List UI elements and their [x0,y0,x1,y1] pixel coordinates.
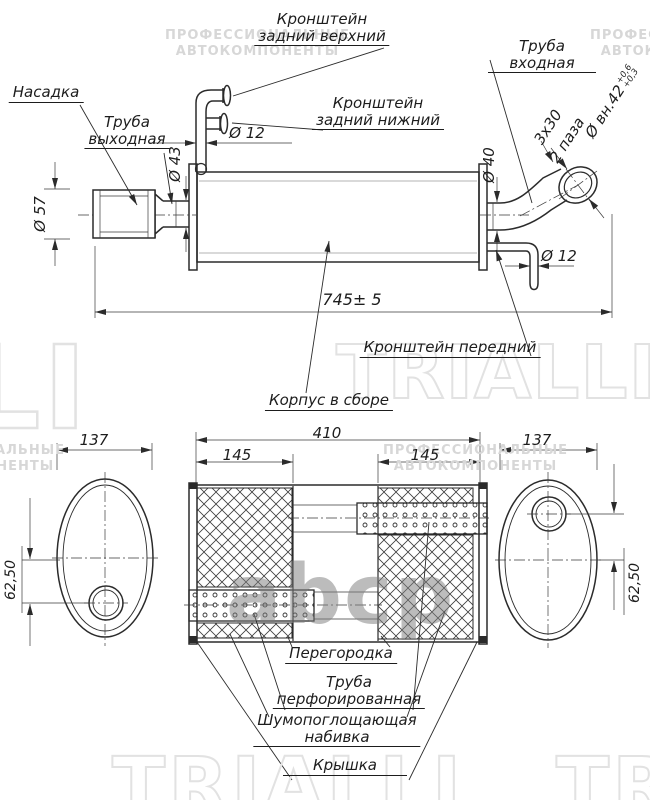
stuffing-right [377,534,474,640]
watermark-brand-left-edge: TRIALLI [0,321,90,458]
left-end-view [52,472,158,646]
rear-bracket [194,84,232,176]
inlet-inner-value: Ø вн.42 [581,81,629,142]
dim-filler-right: 145 [410,446,440,464]
label-perforated-pipe: Труба перфорированная [272,674,426,709]
dim-outlet-diameter: Ø 43 [166,146,184,182]
perforated-pipe-right [356,502,488,535]
label-inlet-pipe: Труба входная [488,38,596,73]
watermark-tagline-top-left: ПРОФЕССИОНАЛЬНЫЕ АВТОКОМПОНЕНТЫ [164,28,351,60]
top-view-leaders [79,47,533,394]
right-end-flange [478,163,488,271]
dim-end-width-right: 137 [522,431,552,449]
dim-end-width-left: 137 [79,431,109,449]
left-end-flange [188,163,198,271]
label-partition: Перегородка [285,645,397,664]
dim-total-length: 410 [312,424,342,442]
label-bracket-rear-upper: Кронштейн задний верхний [254,11,390,46]
label-bracket-rear-lower: Кронштейн задний нижний [312,95,444,130]
label-front-bracket: Кронштейн передний [359,339,541,358]
watermark-brand-center: TRIALLI [335,329,650,417]
watermark-abcp: abcp [226,548,456,643]
perforated-pipe-left [188,589,315,622]
section-view-linework [21,432,625,781]
dim-overall-length: 745± 5 [322,290,382,309]
stuffing-left [196,487,293,588]
dim-rod-diameter: Ø 12 [541,247,577,265]
label-absorbing-filler: Шумопоглощающая набивка [253,712,421,747]
section-leaders [196,521,478,781]
outlet-nozzle [92,189,189,239]
label-nozzle: Насадка [8,84,84,103]
dim-pin-diameter: Ø 12 [229,124,265,142]
top-view-linework [44,47,613,394]
label-outlet-pipe: Труба выходная [84,114,170,149]
dim-nozzle-diameter: Ø 57 [31,196,49,232]
front-bracket [487,242,539,291]
right-end-view [495,472,601,648]
inlet-pipe [487,166,598,231]
label-body-assembly: Корпус в сборе [264,392,394,411]
dim-filler-left: 145 [222,446,252,464]
watermark-brand-bottom-right: TRIALLI [555,741,650,800]
watermark-tagline-mid-left: ПРОФЕССИОНАЛЬНЫЕ АВТОКОМПОНЕНТЫ [0,443,66,475]
dim-hole-offset-left: 62,50 [3,559,19,601]
muffler-body [196,171,480,263]
label-cover: Крышка [283,757,407,776]
watermark-brand-bottom-left: TRIALLI [111,741,465,800]
dim-hole-offset-right: 62,50 [627,562,643,604]
watermark-tagline-top-right: ПРОФЕССИОНАЛЬНЫЕ АВТОКОМПОНЕНТЫ [589,28,650,60]
dim-inlet-diameter: Ø 40 [480,147,498,183]
